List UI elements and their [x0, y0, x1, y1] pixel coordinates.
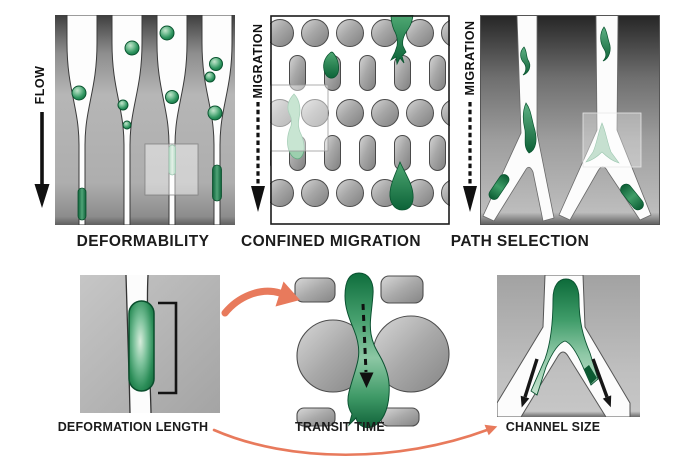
magnifier-box — [270, 84, 329, 152]
measurement-bracket — [158, 301, 178, 395]
branch-direction-arrows — [520, 358, 612, 408]
migration-arrow — [251, 102, 265, 212]
migrating-cells — [287, 15, 414, 211]
panel-transit-time-illustration — [293, 268, 453, 428]
caption-deformability: DEFORMABILITY — [76, 233, 210, 250]
caption-path-selection: PATH SELECTION — [450, 233, 590, 250]
round-cells — [71, 25, 223, 130]
pillar-array — [270, 19, 450, 207]
flow-arrow — [34, 112, 50, 208]
caption-confined-migration: CONFINED MIGRATION — [241, 233, 421, 250]
elongated-cell — [128, 300, 155, 392]
migration-axis-label: MIGRATION — [251, 23, 265, 99]
caption-deformation-length: DEFORMATION LENGTH — [57, 420, 209, 434]
panel-path-selection-illustration — [480, 15, 660, 225]
cell-tip — [584, 365, 597, 384]
zoom-link-arrow — [221, 281, 300, 317]
migration-axis-label: MIGRATION — [463, 20, 477, 96]
magnifier-box — [582, 112, 642, 168]
panel-border — [480, 15, 660, 225]
caption-channel-size: CHANNEL SIZE — [505, 420, 601, 434]
migration-arrow — [463, 102, 477, 212]
migrating-cells — [488, 26, 644, 211]
transit-arrow — [359, 303, 374, 388]
cell-at-junction — [530, 278, 599, 396]
pillar-closeup — [294, 275, 450, 427]
deformed-cells — [77, 144, 222, 221]
funnel-channels — [66, 15, 233, 225]
caption-transit-time: TRANSIT TIME — [295, 420, 385, 434]
panel-border — [270, 15, 450, 225]
panel-confined-migration-illustration — [270, 15, 450, 225]
squeezing-cell — [344, 272, 390, 428]
magnifier-box — [144, 143, 199, 196]
panel-deformability-illustration — [55, 15, 235, 225]
panel-channel-size-illustration — [497, 275, 640, 417]
panel-deformation-length-illustration — [80, 275, 220, 413]
